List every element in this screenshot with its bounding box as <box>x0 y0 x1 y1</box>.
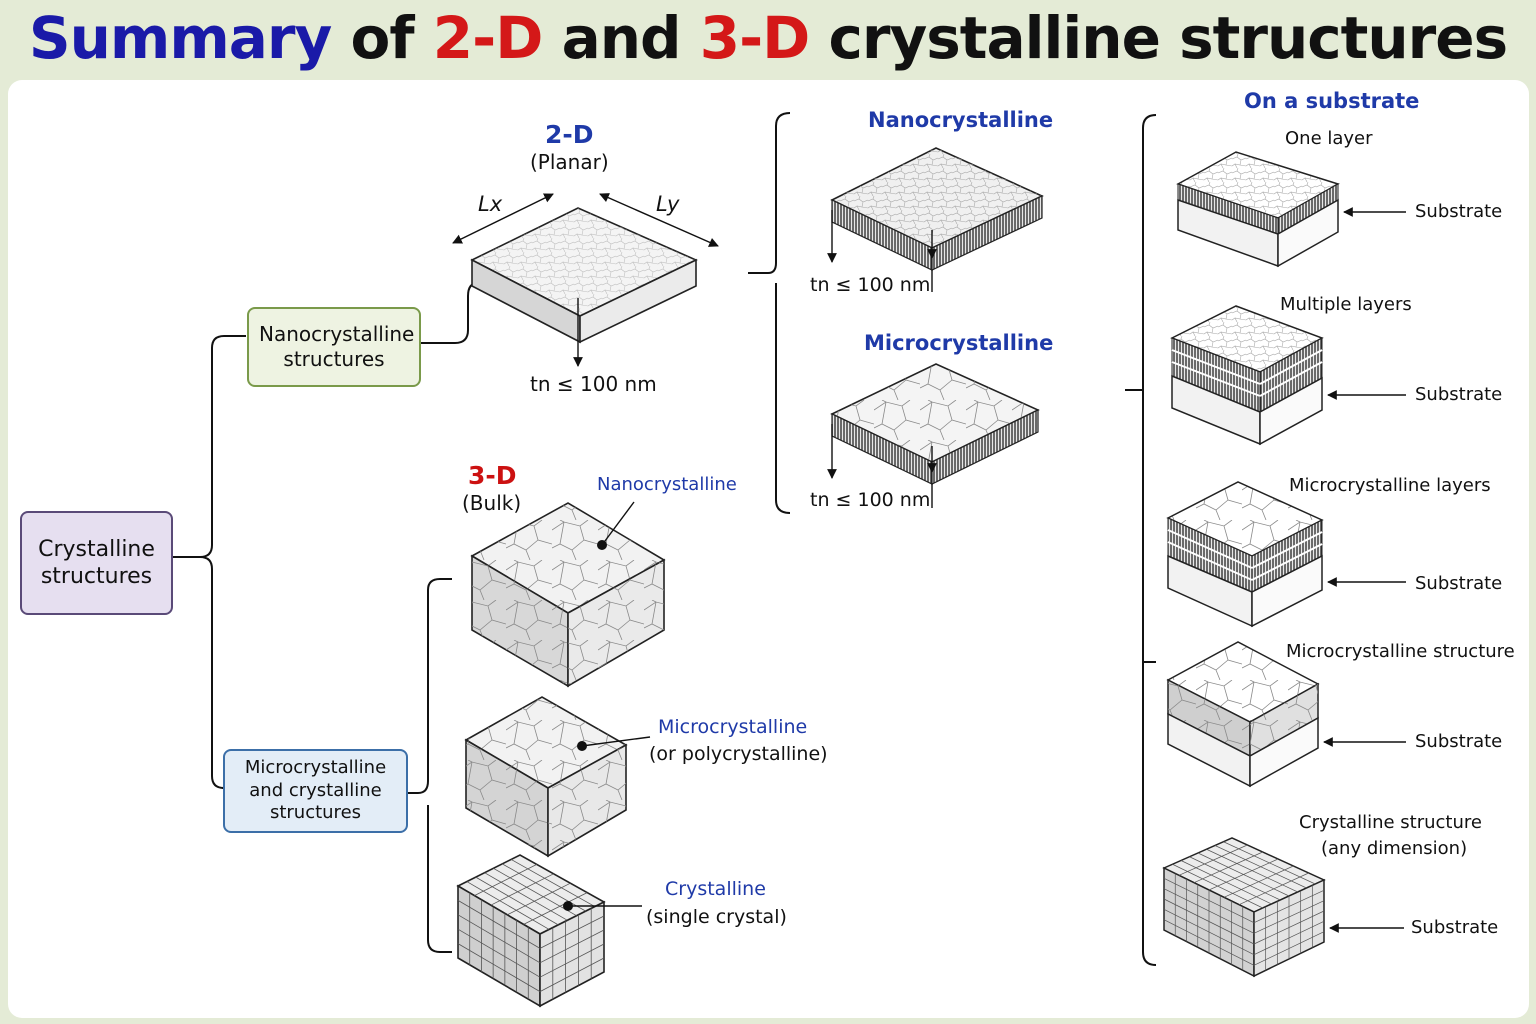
sub-item-5-substrate: Substrate <box>1411 917 1499 938</box>
sub-micro-layers <box>1166 481 1406 628</box>
crystal-cube <box>456 854 642 1008</box>
lx-label: Lx <box>478 192 503 216</box>
nano-2d-thickness: tn ≤ 100 nm <box>810 274 931 296</box>
nano-2d-label: Nanocrystalline <box>868 108 1054 132</box>
micro-cube <box>464 696 651 858</box>
title-2d: 2-D <box>432 4 544 72</box>
root-label: Crystalline structures <box>38 536 155 590</box>
micro-structures-label: Microcrystalline and crystalline structu… <box>244 757 387 824</box>
tree-connectors <box>173 112 1157 966</box>
threed-heading: 3-D <box>468 461 517 490</box>
title-and: and <box>542 4 700 72</box>
sub-micro-structure <box>1166 641 1406 788</box>
sub-item-1-label: One layer <box>1285 128 1373 149</box>
title-rest: crystalline structures <box>809 4 1508 72</box>
sub-item-5-label: Crystalline structure <box>1299 812 1482 833</box>
sub-crystalline-structure <box>1162 837 1404 978</box>
threed-micro-label: Microcrystalline <box>658 716 808 738</box>
threed-subheading: (Bulk) <box>462 491 522 515</box>
page-title: Summary of 2-D and 3-D crystalline struc… <box>0 2 1536 74</box>
sub-multiple-layers <box>1170 305 1406 446</box>
sub-item-3-label: Microcrystalline layers <box>1289 475 1491 496</box>
threed-micro-note: (or polycrystalline) <box>649 743 828 765</box>
sub-item-4-substrate: Substrate <box>1415 731 1503 752</box>
root-box: Crystalline structures <box>20 511 173 615</box>
nano-structures-label: Nanocrystalline structures <box>259 322 415 371</box>
planar-slab <box>452 193 719 367</box>
twod-subheading: (Planar) <box>530 150 609 174</box>
title-summary: Summary <box>28 4 332 72</box>
title-3d: 3-D <box>699 4 811 72</box>
threed-cryst-label: Crystalline <box>665 878 766 900</box>
nano-plate <box>827 147 1044 292</box>
sub-item-2-substrate: Substrate <box>1415 384 1503 405</box>
sub-item-1-substrate: Substrate <box>1415 201 1503 222</box>
sub-item-2-label: Multiple layers <box>1280 294 1412 315</box>
sub-one-layer <box>1176 151 1406 268</box>
nano-cube <box>470 501 666 688</box>
threed-nano-label: Nanocrystalline <box>597 474 737 495</box>
sub-item-4-label: Microcrystalline structure <box>1286 641 1515 662</box>
sub-item-5-label2: (any dimension) <box>1321 838 1468 859</box>
ly-label: Ly <box>656 192 680 216</box>
micro-2d-label: Microcrystalline <box>864 331 1054 355</box>
title-of: of <box>331 4 433 72</box>
nano-structures-box: Nanocrystalline structures <box>247 307 421 387</box>
twod-thickness: tn ≤ 100 nm <box>530 372 657 396</box>
threed-cryst-note: (single crystal) <box>646 906 787 928</box>
micro-plate <box>827 363 1040 508</box>
micro-structures-box: Microcrystalline and crystalline structu… <box>223 749 408 833</box>
sub-item-3-substrate: Substrate <box>1415 573 1503 594</box>
twod-heading: 2-D <box>545 120 594 149</box>
substrate-heading: On a substrate <box>1244 89 1420 113</box>
micro-2d-thickness: tn ≤ 100 nm <box>810 489 931 511</box>
